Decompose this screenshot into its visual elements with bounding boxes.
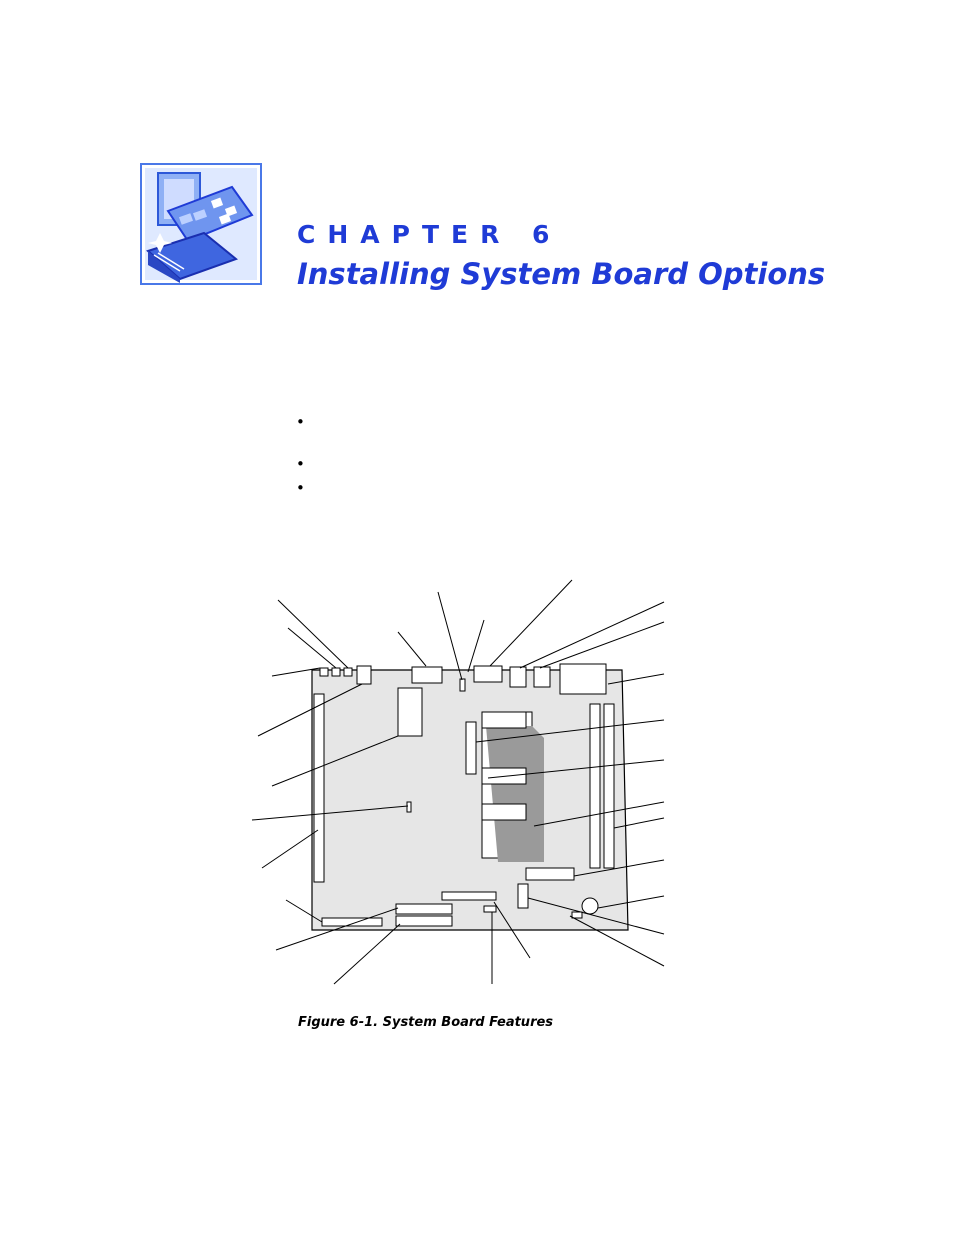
chapter-number-label: CHAPTER 6 <box>297 220 562 249</box>
bullet-marker-1: • <box>296 413 305 431</box>
chapter-title: Installing System Board Options <box>297 257 826 291</box>
system-board <box>311 669 629 931</box>
bullet-marker-3: • <box>296 479 305 497</box>
chapter-book-icon <box>140 163 262 285</box>
system-board-figure <box>250 575 670 995</box>
bullet-marker-2: • <box>296 455 305 473</box>
figure-caption: Figure 6-1. System Board Features <box>298 1015 554 1030</box>
